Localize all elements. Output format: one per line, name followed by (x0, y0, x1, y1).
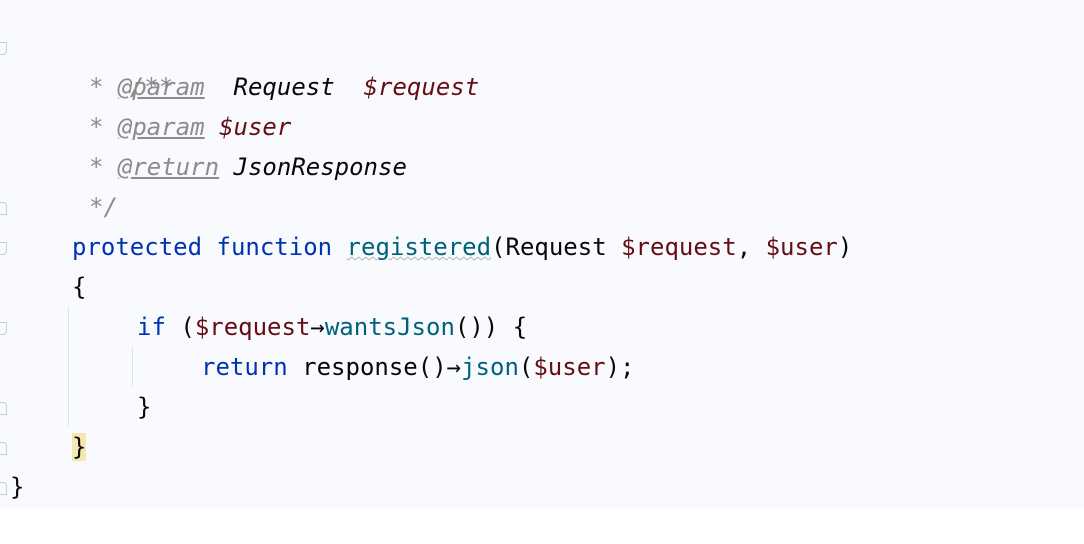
function-name[interactable]: registered (346, 233, 492, 261)
signature-open: (Request (491, 233, 622, 261)
fold-marker-icon[interactable] (0, 42, 7, 55)
doc-comment-open: /** (129, 73, 174, 101)
code-line[interactable]: * @param $user (89, 107, 291, 147)
param-variable: $user (765, 233, 838, 261)
signature-separator: , (736, 233, 766, 261)
code-line[interactable]: */ (89, 187, 118, 227)
statement-end: ); (605, 353, 635, 381)
doc-prefix: * (89, 113, 118, 141)
doc-comment-close: */ (89, 193, 118, 221)
keyword-protected: protected (72, 233, 203, 261)
fold-marker-icon[interactable] (0, 202, 7, 215)
doc-type: JsonResponse (233, 153, 407, 181)
signature-close: ) (837, 233, 853, 261)
paren-open: ( (518, 353, 534, 381)
variable: $user (533, 353, 606, 381)
code-line[interactable]: protected function registered(Request $r… (72, 227, 852, 267)
keyword-function: function (216, 233, 333, 261)
fold-marker-icon[interactable] (0, 322, 7, 335)
doc-type: Request (233, 73, 335, 101)
indent-guide (68, 308, 69, 426)
doc-tag-param: @param (117, 73, 205, 101)
paren-open: ( (165, 313, 195, 341)
code-line[interactable]: return response()→json($user); (201, 347, 635, 387)
code-line[interactable]: /** (72, 27, 173, 101)
arrow-operator: → (310, 313, 325, 341)
doc-tag-return: @return (117, 153, 220, 181)
code-line[interactable]: * @param Request $request (89, 67, 479, 107)
keyword-if: if (137, 313, 166, 341)
arrow-operator: → (446, 353, 462, 381)
doc-variable: $request (363, 73, 480, 101)
brace-close-highlighted: } (72, 433, 87, 461)
code-editor[interactable]: /** * @param Request $request * @param $… (0, 0, 1084, 508)
fold-marker-icon[interactable] (0, 482, 7, 495)
method-call: wantsJson (324, 313, 455, 341)
param-variable: $request (621, 233, 737, 261)
keyword-return: return (201, 353, 288, 381)
method-call: json (461, 353, 519, 381)
fold-marker-icon[interactable] (0, 442, 7, 455)
fold-marker-icon[interactable] (0, 242, 7, 255)
code-line[interactable]: } (137, 387, 151, 427)
code-line[interactable]: { (72, 267, 86, 307)
doc-prefix: * (89, 153, 118, 181)
code-line[interactable]: } (10, 467, 24, 507)
code-line[interactable]: } (72, 427, 87, 467)
code-line[interactable]: if ($request→wantsJson()) { (137, 307, 527, 347)
brace-close: } (137, 393, 152, 421)
doc-variable: $user (219, 113, 292, 141)
brace-close: } (10, 473, 25, 501)
function-call: response() (287, 353, 447, 381)
doc-tag-param: @param (117, 113, 205, 141)
code-line[interactable]: * @return JsonResponse (89, 147, 407, 187)
variable: $request (194, 313, 311, 341)
indent-guide (132, 348, 133, 386)
fold-marker-icon[interactable] (0, 402, 7, 415)
doc-prefix: * (89, 73, 118, 101)
brace-open: { (72, 273, 87, 301)
if-close: ()) { (454, 313, 528, 341)
